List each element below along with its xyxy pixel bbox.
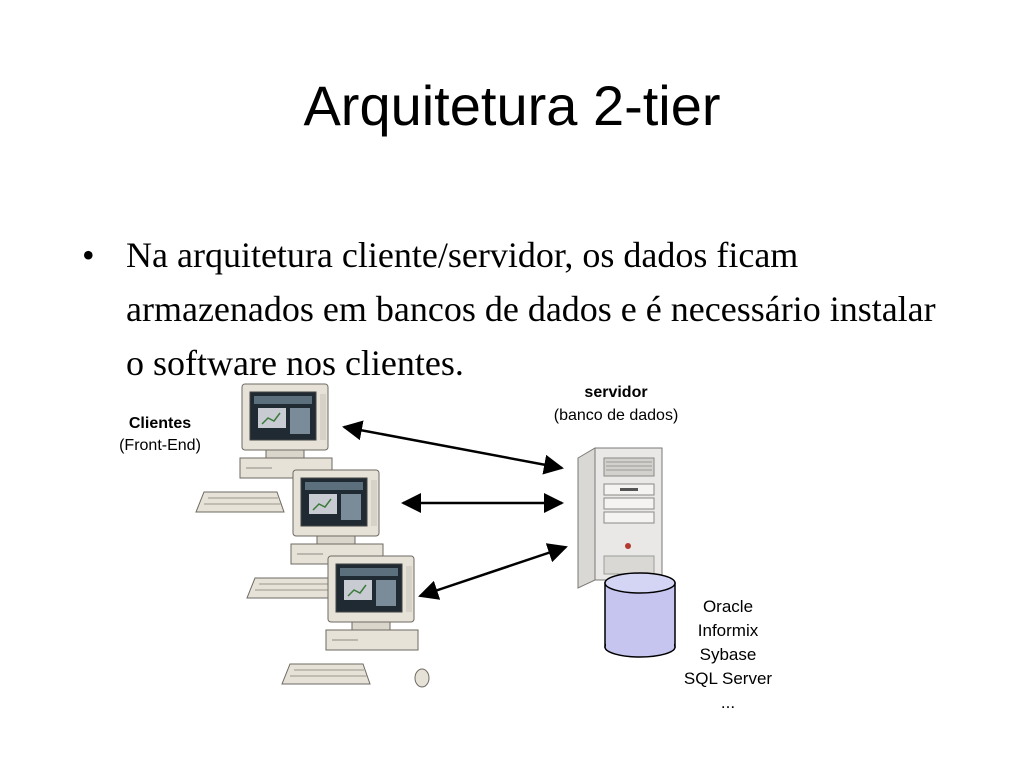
server-computer (577, 447, 663, 589)
bullet-marker: • (82, 235, 95, 275)
database-list: Oracle Informix Sybase SQL Server ... (668, 595, 788, 715)
database-item: SQL Server (683, 669, 773, 688)
client-computer-3 (281, 555, 419, 685)
server-sublabel: (banco de dados) (553, 407, 679, 424)
mouse-icon (414, 668, 430, 688)
bullet-item: Na arquitetura cliente/servidor, os dado… (126, 235, 936, 383)
database-item: ... (720, 693, 736, 712)
clients-sublabel: (Front-End) (119, 437, 201, 454)
database-item: Oracle (702, 597, 754, 616)
server-label: servidor (584, 384, 648, 401)
slide-title: Arquitetura 2-tier (303, 74, 721, 137)
database-item: Sybase (699, 645, 757, 664)
database-item: Informix (697, 621, 759, 640)
database-icon (604, 572, 676, 658)
connection-arrow-3 (418, 543, 568, 600)
connection-arrow-1 (342, 420, 564, 475)
clients-label: Clientes (128, 415, 192, 432)
